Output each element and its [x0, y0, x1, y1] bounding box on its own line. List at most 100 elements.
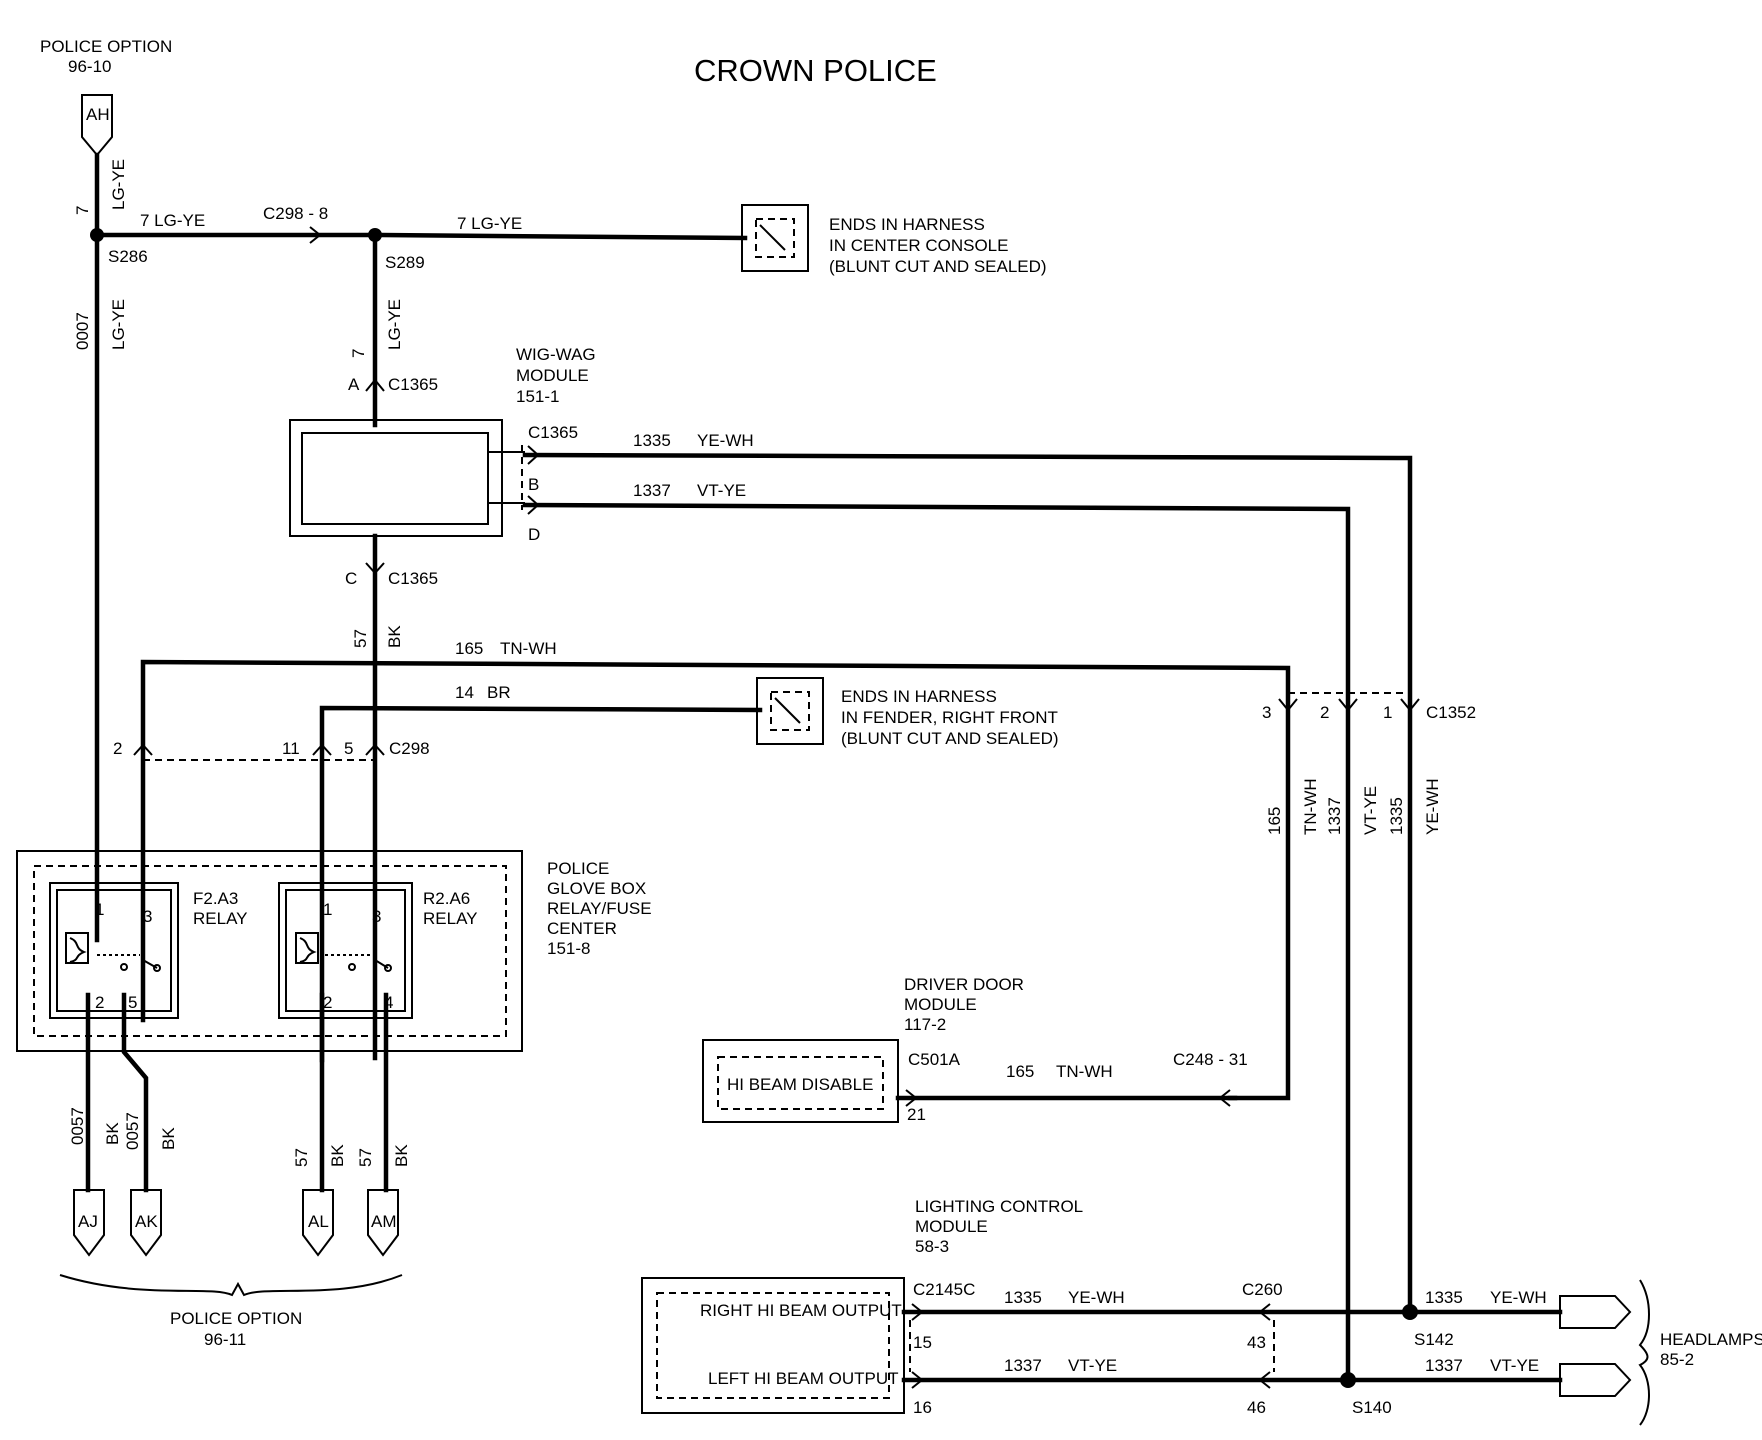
police-option-bottom-label: POLICE OPTION 96-11: [170, 1309, 302, 1349]
svg-text:HEADLAMPS: HEADLAMPS: [1660, 1330, 1762, 1349]
svg-text:2: 2: [95, 993, 104, 1012]
hi-beam-disable-label: HI BEAM DISABLE: [727, 1075, 873, 1094]
wire-165-tnwh: [140, 659, 1291, 1101]
svg-text:LG-YE: LG-YE: [385, 299, 404, 350]
svg-text:1335: 1335: [1425, 1288, 1463, 1307]
svg-text:1337: 1337: [633, 481, 671, 500]
svg-text:TN-WH: TN-WH: [500, 639, 557, 658]
svg-text:A: A: [348, 375, 360, 394]
svg-text:LIGHTING CONTROL: LIGHTING CONTROL: [915, 1197, 1083, 1216]
svg-text:1: 1: [323, 900, 332, 919]
svg-text:RELAY/FUSE: RELAY/FUSE: [547, 899, 652, 918]
connector-c2145c-15: [911, 1303, 924, 1321]
wire-0057-bk-b: [121, 992, 149, 1193]
svg-text:C298: C298: [389, 739, 430, 758]
svg-text:0057: 0057: [68, 1107, 87, 1145]
console-end-box: [741, 204, 809, 272]
svg-text:YE-WH: YE-WH: [1490, 1288, 1547, 1307]
svg-text:1337: 1337: [1325, 797, 1344, 835]
svg-text:AM: AM: [371, 1212, 397, 1231]
headlamps-label: HEADLAMPS 85-2: [1660, 1330, 1762, 1369]
svg-text:151-1: 151-1: [516, 387, 559, 406]
svg-text:IN FENDER, RIGHT FRONT: IN FENDER, RIGHT FRONT: [841, 708, 1058, 727]
connector-c298-5: [365, 743, 385, 756]
svg-text:58-3: 58-3: [915, 1237, 949, 1256]
svg-text:165: 165: [1265, 807, 1284, 835]
svg-text:96-10: 96-10: [68, 57, 111, 76]
svg-text:RELAY: RELAY: [423, 909, 478, 928]
svg-text:ENDS IN HARNESS: ENDS IN HARNESS: [841, 687, 997, 706]
lighting-label: LIGHTING CONTROL MODULE 58-3: [915, 1197, 1083, 1256]
svg-text:96-11: 96-11: [204, 1330, 246, 1349]
glovebox-label: POLICE GLOVE BOX RELAY/FUSE CENTER 151-8: [547, 859, 652, 958]
svg-text:46: 46: [1247, 1398, 1266, 1417]
svg-text:(BLUNT CUT AND SEALED): (BLUNT CUT AND SEALED): [829, 257, 1047, 276]
svg-text:AK: AK: [135, 1212, 158, 1231]
svg-text:D: D: [528, 525, 540, 544]
svg-text:C: C: [345, 569, 357, 588]
svg-text:0057: 0057: [123, 1112, 142, 1150]
connector-c2145c-16: [911, 1371, 924, 1389]
wire-14-br: [319, 705, 763, 1063]
svg-text:F2.A3: F2.A3: [193, 889, 238, 908]
connector-c260-46: [1258, 1371, 1271, 1389]
svg-text:14: 14: [455, 683, 474, 702]
relay-r2a6: [278, 882, 413, 1019]
svg-text:RELAY: RELAY: [193, 909, 248, 928]
svg-text:11: 11: [282, 739, 300, 758]
police-option-top-label: POLICE OPTION 96-10: [40, 37, 172, 76]
diagram-title: CROWN POLICE: [694, 53, 937, 88]
svg-text:YE-WH: YE-WH: [1423, 778, 1442, 835]
wire-label: LG-YE: [109, 159, 128, 210]
svg-text:AL: AL: [308, 1212, 329, 1231]
connector-aj: [73, 1189, 105, 1257]
wire-label: LG-YE: [109, 299, 128, 350]
svg-text:VT-YE: VT-YE: [1068, 1356, 1117, 1375]
svg-text:57: 57: [351, 629, 370, 648]
svg-text:TN-WH: TN-WH: [1301, 778, 1320, 835]
splice-s142: [1402, 1304, 1418, 1320]
svg-text:43: 43: [1247, 1333, 1266, 1352]
svg-text:YE-WH: YE-WH: [697, 431, 754, 450]
svg-text:BK: BK: [103, 1122, 122, 1145]
svg-text:1335: 1335: [1004, 1288, 1042, 1307]
svg-text:1335: 1335: [1387, 797, 1406, 835]
connector-headlamp-right: [1559, 1295, 1632, 1329]
svg-text:VT-YE: VT-YE: [1361, 786, 1380, 835]
svg-text:1337: 1337: [1425, 1356, 1463, 1375]
splice-s140: [1340, 1372, 1356, 1388]
connector-c298-8: [309, 226, 322, 244]
connector-c1352-3: [1278, 698, 1298, 712]
headlamp-brace: [1638, 1279, 1650, 1426]
svg-text:2: 2: [1320, 703, 1329, 722]
right-hi-beam-label: RIGHT HI BEAM OUTPUT: [700, 1301, 902, 1320]
wire-label: C298 - 8: [263, 204, 328, 223]
connector-ah-label: AH: [86, 105, 110, 124]
svg-text:5: 5: [344, 739, 353, 758]
splice-s286-label: S286: [108, 247, 148, 266]
wire-label: 0007: [73, 312, 92, 350]
svg-text:C1365: C1365: [388, 569, 438, 588]
wire-label: 7: [73, 206, 92, 215]
wigwag-module: [289, 419, 503, 537]
svg-text:165: 165: [455, 639, 483, 658]
svg-text:R2.A6: R2.A6: [423, 889, 470, 908]
connector-ah: [81, 94, 113, 157]
svg-text:(BLUNT CUT AND SEALED): (BLUNT CUT AND SEALED): [841, 729, 1059, 748]
svg-text:2: 2: [323, 993, 332, 1012]
connector-c298-2: [133, 743, 153, 756]
svg-text:5: 5: [128, 993, 137, 1012]
wire-label: 7 LG-YE: [457, 214, 522, 233]
bottom-brace: [59, 1274, 403, 1297]
connector-am: [367, 1189, 399, 1257]
svg-text:C248 - 31: C248 - 31: [1173, 1050, 1248, 1069]
svg-text:BK: BK: [385, 625, 404, 648]
svg-text:BK: BK: [328, 1144, 347, 1167]
svg-text:1: 1: [1383, 703, 1392, 722]
svg-text:VT-YE: VT-YE: [697, 481, 746, 500]
svg-text:MODULE: MODULE: [904, 995, 977, 1014]
svg-text:C260: C260: [1242, 1280, 1283, 1299]
svg-text:C1365: C1365: [388, 375, 438, 394]
driver-door-module: [702, 1039, 899, 1123]
